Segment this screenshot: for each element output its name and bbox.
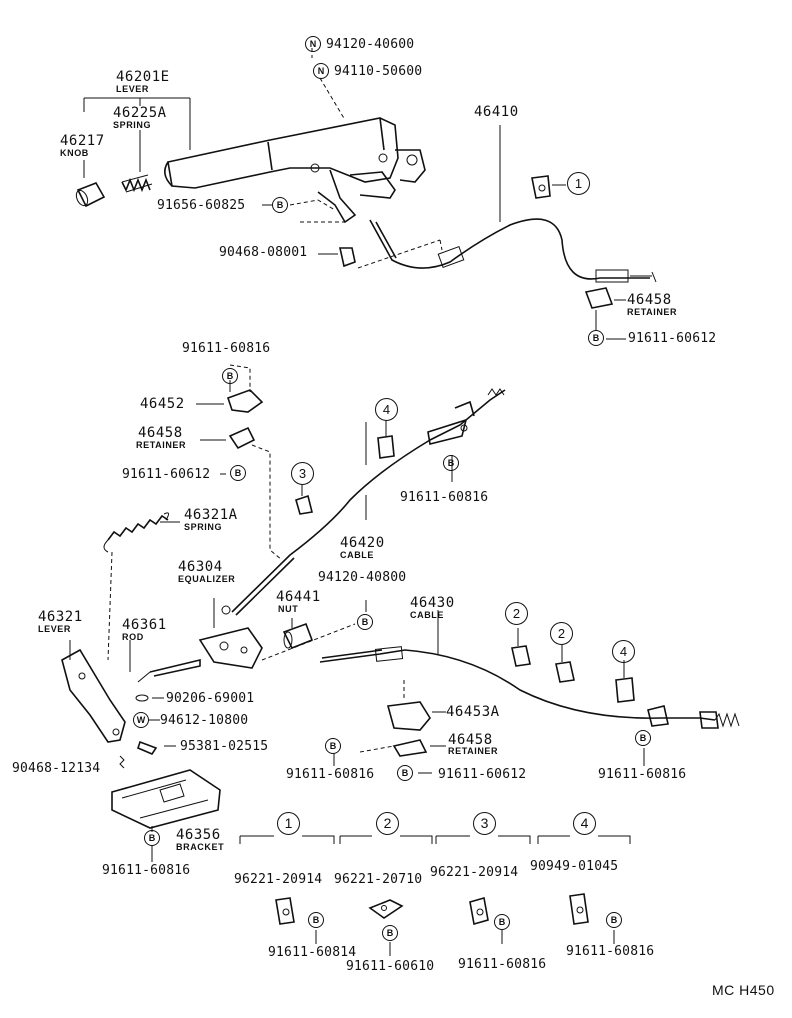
label-46453A: 46453A	[446, 704, 500, 720]
bolt-b-badge: B	[144, 830, 160, 846]
lever-spring-drawing	[121, 174, 153, 193]
sub-equalizer: EQUALIZER	[178, 574, 236, 584]
label-46217: 46217	[60, 133, 105, 149]
nut-n-badge: N	[313, 63, 329, 79]
label-91611-60816-c: 91611-60816	[286, 767, 375, 782]
ref-clip-1: 1	[567, 172, 590, 195]
label-91656-60825: 91656-60825	[157, 198, 246, 213]
ref-clip-2: 2	[550, 622, 573, 645]
nut-n-badge: N	[305, 36, 321, 52]
label-94110-50600: 94110-50600	[334, 64, 423, 79]
cable-46410-drawing	[369, 125, 657, 340]
label-46458-mid: 46458	[138, 425, 183, 441]
label-46458-low: 46458	[448, 732, 493, 748]
groups-drawing	[239, 835, 631, 956]
group-2-bolt-label: 91611-60610	[346, 959, 435, 974]
washer-w-badge: W	[133, 712, 149, 728]
nut-46441-drawing	[282, 618, 314, 650]
label-91611-60816-d: 91611-60816	[598, 767, 687, 782]
group-number-4: 4	[573, 812, 596, 835]
ref-clip-2: 2	[505, 602, 528, 625]
label-91611-60816-e: 91611-60816	[102, 863, 191, 878]
cable-46420-drawing	[221, 388, 506, 616]
ref-clip-3: 3	[291, 462, 314, 485]
diagram-code: MC H450	[712, 982, 775, 998]
label-91611-60612-top: 91611-60612	[628, 331, 717, 346]
bolt-b-badge: B	[382, 925, 398, 941]
spring-46321A-drawing	[103, 512, 180, 661]
bolt-b-badge: B	[325, 738, 341, 754]
label-94612-10800: 94612-10800	[160, 713, 249, 728]
label-91611-60816-b: 91611-60816	[400, 490, 489, 505]
label-95381-02515: 95381-02515	[180, 739, 269, 754]
label-90206-69001: 90206-69001	[166, 691, 255, 706]
label-94120-40600: 94120-40600	[326, 37, 415, 52]
label-46430: 46430	[410, 595, 455, 611]
label-46356: 46356	[176, 827, 221, 843]
bolt-b-badge: B	[222, 368, 238, 384]
knob-drawing	[75, 182, 106, 208]
bolt-b-badge: B	[443, 455, 459, 471]
sub-knob: KNOB	[60, 148, 89, 158]
label-46361: 46361	[122, 617, 167, 633]
group-2-clamp-label: 96221-20710	[334, 872, 423, 887]
label-46458-top: 46458	[627, 292, 672, 308]
sub-retainer: RETAINER	[136, 440, 187, 450]
label-46225A: 46225A	[113, 105, 167, 121]
bolt-b-badge: B	[635, 730, 651, 746]
bolt-b-badge: B	[606, 912, 622, 928]
bolt-b-badge: B	[588, 330, 604, 346]
label-91611-60612-mid: 91611-60612	[122, 467, 211, 482]
bracket-46452-drawing	[196, 364, 283, 561]
sub-retainer: RETAINER	[448, 746, 499, 756]
group-1-clamp-label: 96221-20914	[234, 872, 323, 887]
label-46321A: 46321A	[184, 507, 238, 523]
label-46321: 46321	[38, 609, 83, 625]
label-46201E: 46201E	[116, 69, 170, 85]
label-46441: 46441	[276, 589, 321, 605]
bolt-b-badge: B	[397, 765, 413, 781]
sub-cable: CABLE	[410, 610, 444, 620]
bolt-b-badge: B	[308, 912, 324, 928]
ref-clip-4: 4	[375, 398, 398, 421]
group-1-bolt-label: 91611-60814	[268, 945, 357, 960]
bolt-b-badge: B	[230, 465, 246, 481]
label-91611-60612-low: 91611-60612	[438, 767, 527, 782]
group-number-3: 3	[473, 812, 496, 835]
group-3-bolt-label: 91611-60816	[458, 957, 547, 972]
lever-46321-drawing	[61, 640, 201, 769]
sub-lever: LEVER	[38, 624, 72, 634]
group-4-clamp-label: 90949-01045	[530, 859, 619, 874]
group-number-1: 1	[277, 812, 300, 835]
cable-46430-drawing	[319, 600, 740, 774]
sub-spring: SPRING	[113, 120, 152, 130]
group-3-clamp-label: 96221-20914	[430, 865, 519, 880]
label-91611-60816-a: 91611-60816	[182, 341, 271, 356]
sub-lever: LEVER	[116, 84, 150, 94]
group-number-2: 2	[376, 812, 399, 835]
sub-spring: SPRING	[184, 522, 223, 532]
label-46452: 46452	[140, 396, 185, 412]
label-90468-12134: 90468-12134	[12, 761, 101, 776]
label-46410: 46410	[474, 104, 519, 120]
label-90468-08001: 90468-08001	[219, 245, 308, 260]
bolt-b-badge: B	[272, 197, 288, 213]
label-94120-40800: 94120-40800	[318, 570, 407, 585]
sub-cable: CABLE	[340, 550, 374, 560]
group-4-bolt-label: 91611-60816	[566, 944, 655, 959]
label-46304: 46304	[178, 559, 223, 575]
sub-retainer: RETAINER	[627, 307, 678, 317]
ref-clip-4: 4	[612, 640, 635, 663]
bolt-b-badge: B	[494, 914, 510, 930]
label-46420: 46420	[340, 535, 385, 551]
sub-bracket: BRACKET	[176, 842, 225, 852]
sub-nut: NUT	[278, 604, 299, 614]
sub-rod: ROD	[122, 632, 144, 642]
bracket-46356-drawing	[111, 769, 221, 862]
bolt-b-badge: B	[357, 614, 373, 630]
